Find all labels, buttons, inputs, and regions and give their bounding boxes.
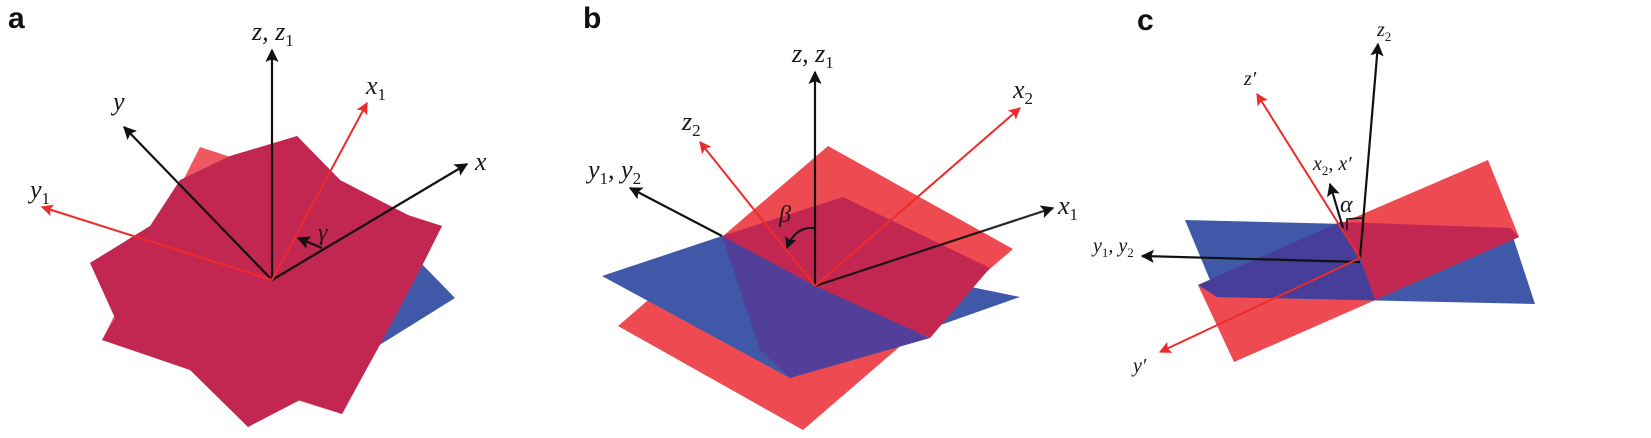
- x2-xprime-label: x2, x′: [1312, 153, 1352, 178]
- panel-letter-c: c: [1137, 4, 1154, 37]
- y-prime-axis: [1158, 257, 1361, 353]
- beta-label: β: [778, 202, 791, 228]
- y-axis: [123, 126, 273, 281]
- y1-y2-axis: [628, 187, 723, 237]
- y-label: y: [110, 87, 125, 116]
- panel-letter-a: a: [8, 2, 25, 35]
- x1-axis: [814, 205, 1055, 288]
- z2-axis: [699, 141, 816, 287]
- panel-a: a z, z1 y x x1 y1 γ: [8, 2, 487, 427]
- y1-axis: [40, 204, 273, 281]
- y1-y2-label: y1, y2: [585, 155, 641, 188]
- z-prime-label: z′: [1243, 68, 1257, 90]
- alpha-label: α: [1340, 192, 1353, 218]
- beta-arc: [785, 226, 816, 250]
- x2-label: x2: [1012, 75, 1033, 108]
- gamma-label: γ: [318, 220, 328, 246]
- z-prime-axis: [1256, 92, 1361, 259]
- x2-xprime-axis: [1327, 182, 1345, 229]
- z-z1-label: z, z1: [251, 17, 294, 50]
- z-z1-label: z, z1: [791, 39, 834, 72]
- x-label: x: [474, 147, 487, 176]
- gamma-arc: [296, 236, 323, 250]
- y1-y2-label: y1, y2: [1091, 235, 1134, 260]
- overlap-region: [90, 136, 442, 427]
- x1-label: x1: [1057, 191, 1078, 224]
- y1-y2-axis: [1140, 249, 1361, 264]
- x1-label: x1: [365, 71, 386, 104]
- right-angle-marker: [1346, 217, 1364, 232]
- x1-axis: [271, 101, 368, 281]
- z2-label: z2: [681, 107, 701, 140]
- x2-axis: [814, 107, 1021, 287]
- x-axis: [271, 163, 469, 281]
- y-prime-label: y′: [1131, 355, 1147, 377]
- panel-c: c z2 z′ x2, x′ y1, y2 y′ α: [1091, 4, 1535, 377]
- z2-label: z2: [1376, 19, 1391, 44]
- overlap-purple: [722, 236, 930, 378]
- panel-letter-b: b: [583, 2, 601, 35]
- overlap-region: [722, 197, 990, 338]
- y1-label: y1: [27, 175, 50, 208]
- overlap-region: [1340, 222, 1519, 300]
- panel-b: b z, z1 z2 x2 y1, y2 x1 β: [583, 2, 1078, 430]
